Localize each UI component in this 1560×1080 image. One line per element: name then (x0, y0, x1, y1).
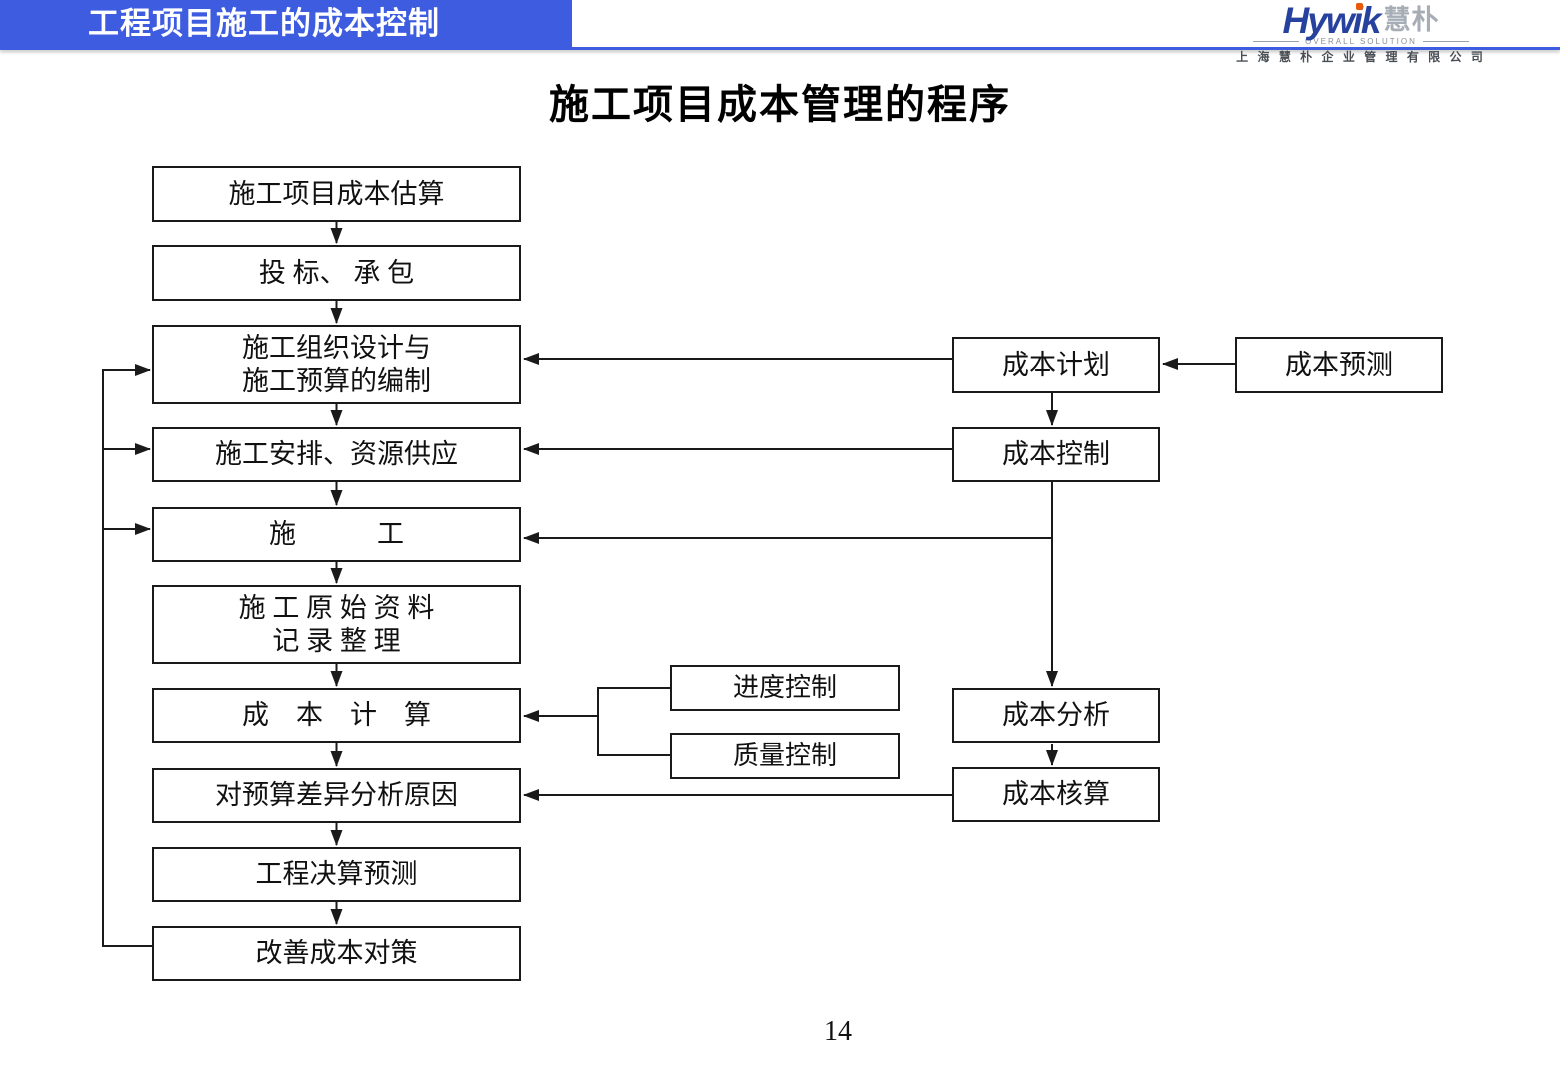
company-logo: Hywik 慧朴 OVERALL SOLUTION 上 海 慧 朴 企 业 管 … (1206, 0, 1516, 65)
flow-box-cost-calc: 成 本 计 算 (152, 688, 521, 743)
flow-box-estimate: 施工项目成本估算 (152, 166, 521, 222)
tagline-rule-left (1253, 41, 1300, 42)
flow-box-variance: 对预算差异分析原因 (152, 768, 521, 823)
tagline-rule-right (1422, 41, 1469, 42)
flow-box-cost-plan: 成本计划 (952, 337, 1160, 393)
logo-wordmark-row: Hywik 慧朴 (1206, 0, 1516, 41)
slide-title: 施工项目成本管理的程序 (549, 82, 1011, 127)
header-rule (0, 47, 1560, 50)
logo-cjk-name: 慧朴 (1383, 5, 1440, 35)
logo-company-name: 上 海 慧 朴 企 业 管 理 有 限 公 司 (1236, 50, 1486, 64)
page-number: 14 (824, 1016, 852, 1047)
flow-box-cost-forecast: 成本预测 (1235, 337, 1443, 393)
flow-box-schedule-control: 进度控制 (670, 665, 900, 711)
flow-box-construct: 施 工 (152, 507, 521, 562)
header-title: 工程项目施工的成本控制 (88, 6, 440, 41)
logo-wordmark: Hywik (1282, 0, 1382, 41)
flow-box-quality-control: 质量控制 (670, 733, 900, 779)
flow-box-records: 施 工 原 始 资 料 记 录 整 理 (152, 585, 521, 664)
flow-box-arrange: 施工安排、资源供应 (152, 427, 521, 482)
logo-tagline: OVERALL SOLUTION (1305, 37, 1417, 46)
logo-accent-dot-icon (1356, 3, 1363, 10)
flow-box-cost-control: 成本控制 (952, 427, 1160, 482)
flow-box-cost-accounting: 成本核算 (952, 767, 1160, 822)
flow-box-cost-analysis: 成本分析 (952, 688, 1160, 743)
flow-box-improve: 改善成本对策 (152, 926, 521, 981)
flow-box-bid: 投 标、 承 包 (152, 245, 521, 301)
flow-box-final-forecast: 工程决算预测 (152, 847, 521, 902)
logo-tagline-row: OVERALL SOLUTION (1206, 37, 1516, 46)
flow-box-org-design: 施工组织设计与 施工预算的编制 (152, 325, 521, 404)
header-bar: 工程项目施工的成本控制 (0, 0, 572, 47)
